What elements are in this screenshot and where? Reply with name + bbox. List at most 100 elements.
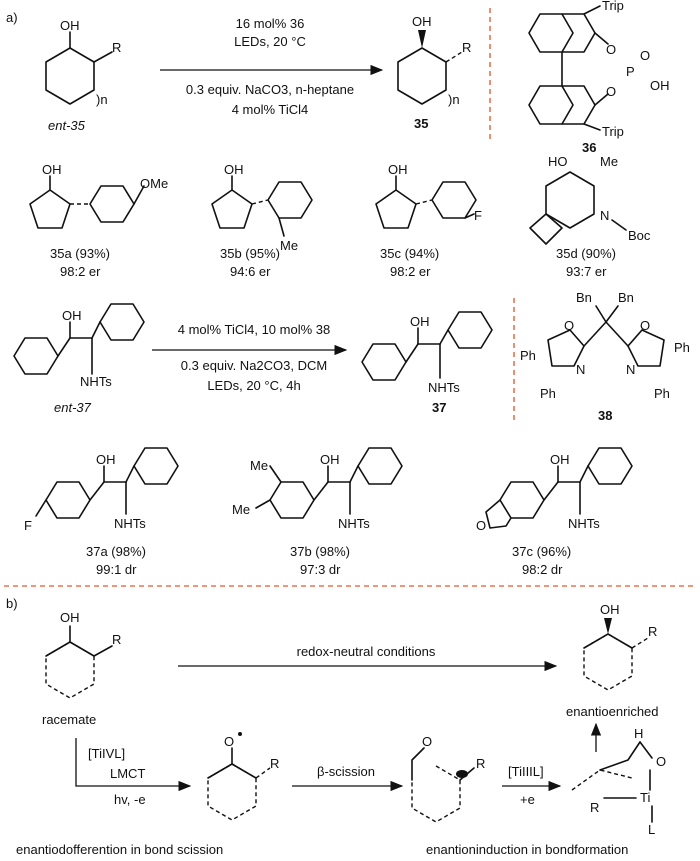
svg-text:O: O — [656, 754, 666, 769]
racemate-structure: OH R racemate — [42, 610, 121, 727]
compound-35b: OH Me 35b (95%) 94:6 er — [211, 162, 313, 279]
35c-er: 98:2 er — [390, 264, 431, 279]
product-35-oh: OH — [412, 14, 432, 29]
35b-er: 94:6 er — [230, 264, 271, 279]
37b-label: 37b (98%) — [290, 544, 350, 559]
enantioenriched-label: enantioenriched — [566, 704, 659, 719]
ent-37-nhts: NHTs — [80, 374, 112, 389]
redox-neutral-label: redox-neutral conditions — [297, 644, 436, 659]
lmct-arrow — [75, 738, 192, 792]
37a-f: F — [24, 518, 32, 533]
35d-er: 93:7 er — [566, 264, 607, 279]
ti-complex-structure: H O Ti R L — [571, 726, 666, 837]
svg-text:OH: OH — [320, 452, 340, 467]
cond1-line4: 4 mol% TiCl4 — [232, 102, 309, 117]
35a-label: 35a (93%) — [50, 246, 110, 261]
35c-label: 35c (94%) — [380, 246, 439, 261]
37a-dr: 99:1 dr — [96, 562, 137, 577]
catalyst-o3: O — [640, 48, 650, 63]
35b-me: Me — [280, 238, 298, 253]
ligand-ph-1: Ph — [520, 348, 536, 363]
svg-text:Ti: Ti — [640, 790, 650, 805]
compound-37b: Me Me OH NHTs 37b (98%) 97:3 dr — [232, 447, 403, 577]
product-35-n: )n — [448, 92, 460, 107]
compound-37c: O OH NHTs 37c (96%) 98:2 dr — [476, 447, 633, 577]
37a-label: 37a (98%) — [86, 544, 146, 559]
ent-35-structure: OH R )n ent-35 — [45, 18, 121, 133]
ligand-bn-1: Bn — [576, 290, 592, 305]
plus-e-label: +e — [520, 792, 535, 807]
product-35-structure: OH R )n 35 — [397, 14, 471, 131]
ligand-ph-4: Ph — [674, 340, 690, 355]
37b-me-1: Me — [250, 458, 268, 473]
svg-text:OH: OH — [410, 314, 430, 329]
ent-35-n: )n — [96, 92, 108, 107]
panel-a-label: a) — [6, 10, 18, 25]
37c-o: O — [476, 518, 486, 533]
35c-f: F — [474, 208, 482, 223]
ligand-bn-2: Bn — [618, 290, 634, 305]
catalyst-trip-2: Trip — [602, 124, 624, 139]
cond1-line3: 0.3 equiv. NaCO3, n-heptane — [186, 82, 354, 97]
37c-dr: 98:2 dr — [522, 562, 563, 577]
product-35-label: 35 — [414, 116, 428, 131]
35d-me: Me — [600, 154, 618, 169]
ent-37-label: ent-37 — [54, 400, 92, 415]
svg-text:R: R — [590, 800, 599, 815]
35a-er: 98:2 er — [60, 264, 101, 279]
catalyst-36-structure: Trip Trip O O P O OH 36 — [528, 0, 670, 155]
svg-text:R: R — [476, 756, 485, 771]
enantioenriched-structure: OH R enantioenriched — [566, 602, 659, 719]
svg-text:OH: OH — [96, 452, 116, 467]
svg-text:L: L — [648, 822, 655, 837]
alkoxy-radical-structure: O R — [207, 732, 279, 821]
right-caption: enantioninduction in bondformation — [426, 842, 628, 857]
svg-text:OH: OH — [62, 308, 82, 323]
ligand-o: O — [564, 318, 574, 333]
37c-label: 37c (96%) — [512, 544, 571, 559]
cond2-line2: 0.3 equiv. Na2CO3, DCM — [181, 358, 327, 373]
svg-text:O: O — [422, 734, 432, 749]
svg-text:OH: OH — [224, 162, 244, 177]
svg-text:O: O — [640, 318, 650, 333]
ligand-38-structure: Bn Bn O O N N Ph Ph Ph Ph 38 — [520, 290, 690, 423]
37b-nhts: NHTs — [338, 516, 370, 531]
hv-label: hv, -e — [114, 792, 146, 807]
panel-b-label: b) — [6, 596, 18, 611]
catalyst-o1: O — [606, 42, 616, 57]
ligand-ph-3: Ph — [654, 386, 670, 401]
catalyst-o2: O — [606, 84, 616, 99]
ligand-38-label: 38 — [598, 408, 612, 423]
compound-35c: OH F 35c (94%) 98:2 er — [375, 162, 482, 279]
cond1-line2: LEDs, 20 °C — [234, 34, 306, 49]
catalyst-trip-1: Trip — [602, 0, 624, 13]
ent-35-label: ent-35 — [48, 118, 86, 133]
svg-text:OH: OH — [388, 162, 408, 177]
svg-text:OH: OH — [42, 162, 62, 177]
svg-text:OH: OH — [550, 452, 570, 467]
35d-ho: HO — [548, 154, 568, 169]
svg-text:H: H — [634, 726, 643, 741]
37b-dr: 97:3 dr — [300, 562, 341, 577]
ligand-ph-2: Ph — [540, 386, 556, 401]
catalyst-oh: OH — [650, 78, 670, 93]
svg-text:OH: OH — [60, 610, 80, 625]
svg-text:OH: OH — [600, 602, 620, 617]
product-37-label: 37 — [432, 400, 446, 415]
ligand-n: N — [576, 362, 585, 377]
catalyst-36-label: 36 — [582, 140, 596, 155]
ent-37-structure: OH NHTs ent-37 — [13, 303, 145, 415]
compound-35d: HO Me N Boc 35d (90%) 93:7 er — [529, 154, 651, 279]
product-35-r: R — [462, 40, 471, 55]
carbon-radical-structure: O R — [411, 734, 485, 823]
35d-label: 35d (90%) — [556, 246, 616, 261]
compound-37a: F OH NHTs 37a (98%) 99:1 dr — [24, 447, 179, 577]
cond1-line1: 16 mol% 36 — [236, 16, 305, 31]
ent-35-oh: OH — [60, 18, 80, 33]
ti3-label: [TiIIIL] — [508, 764, 544, 779]
svg-text:R: R — [270, 756, 279, 771]
product-37-nhts: NHTs — [428, 380, 460, 395]
left-caption: enantiodofferention in bond scission — [16, 842, 223, 857]
